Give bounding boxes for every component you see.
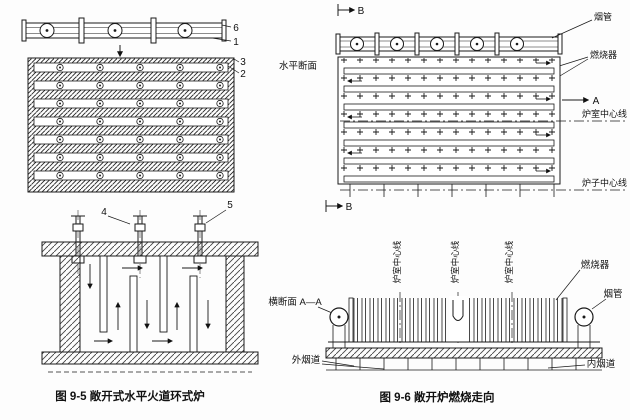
flue-flow-arrows [87,264,211,344]
callout-1: 1 [233,37,239,48]
section-a-label: A [593,96,600,107]
fig95-caption: 图 9-5 敞开式水平火道环式炉 [55,389,205,403]
cross-section-title: 横断面 A—A [268,296,322,308]
section-b-top-label: B [358,6,365,17]
firing-direction-arrows [347,60,551,174]
chamber-centerline-3-label: 炉室中心线 [504,240,514,283]
fig96-section-view [317,269,607,371]
section-b-bottom-label: B [346,202,353,213]
horizontal-section-label: 水平断面 [279,60,317,72]
callout-6: 6 [233,23,239,34]
inner-flue-label: 内烟道 [587,358,616,370]
section-smoke-pipe-label: 烟管 [603,288,622,300]
burner-label: 燃烧器 [590,49,617,60]
plan-support-legs [349,184,555,197]
furnace-centerline-label: 炉子中心线 [582,177,627,188]
outer-flue-label: 外烟道 [292,354,321,366]
fig96-caption: 图 9-6 敞开炉燃烧走向 [379,390,494,404]
section-burner-label: 燃烧器 [581,259,610,271]
fig95-manifold-view [21,17,232,58]
callout-2: 2 [240,69,246,80]
callout-3: 3 [240,57,246,68]
chamber-centerline-1-label: 炉室中心线 [392,240,402,283]
callout-5: 5 [227,200,233,211]
fig95-section-view [41,209,259,373]
smoke-pipe-label: 烟管 [594,11,612,22]
callout-4: 4 [101,207,107,218]
fig95-plan-view [27,57,240,193]
chamber-centerline-label: 炉室中心线 [582,108,627,119]
fig96-plan-view [325,4,626,212]
chamber-centerline-2-label: 炉室中心线 [450,240,460,283]
